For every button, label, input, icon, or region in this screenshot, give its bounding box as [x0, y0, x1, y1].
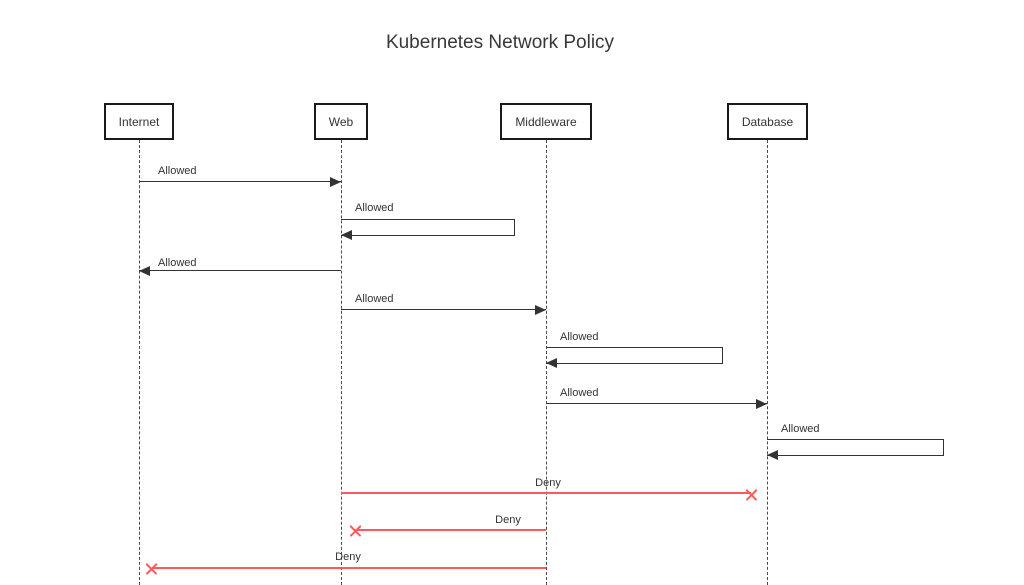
deny-x-icon	[744, 486, 759, 501]
self-message-loop	[546, 347, 723, 364]
message-label: Allowed	[560, 331, 599, 343]
arrowhead-right-icon	[535, 305, 546, 315]
lifeline-database	[767, 140, 768, 585]
lifeline-internet	[139, 140, 140, 585]
message-line	[139, 181, 341, 183]
participant-label: Middleware	[515, 114, 577, 129]
participant-web: Web	[314, 103, 368, 140]
message-label: Allowed	[158, 165, 197, 177]
message-label: Allowed	[781, 423, 820, 435]
lifeline-web	[341, 140, 342, 585]
self-message-loop	[341, 219, 515, 236]
arrowhead-left-icon	[341, 230, 352, 240]
diagram-title: Kubernetes Network Policy	[385, 32, 615, 53]
participant-database: Database	[727, 103, 808, 140]
message-label: Deny	[535, 477, 561, 489]
participant-label: Internet	[118, 114, 160, 129]
arrowhead-right-icon	[330, 177, 341, 187]
deny-x-icon	[144, 560, 159, 575]
message-line-deny	[341, 492, 751, 494]
message-label: Allowed	[355, 293, 394, 305]
self-message-loop	[767, 439, 944, 456]
message-label: Allowed	[158, 257, 197, 269]
message-label: Deny	[495, 514, 521, 526]
message-line	[139, 270, 341, 272]
message-line-deny	[355, 529, 546, 531]
arrowhead-left-icon	[546, 358, 557, 368]
arrowhead-left-icon	[139, 266, 150, 276]
participant-label: Web	[328, 114, 354, 129]
participant-middleware: Middleware	[500, 103, 592, 140]
participant-label: Database	[741, 114, 794, 129]
message-label: Allowed	[355, 202, 394, 214]
message-line	[341, 309, 546, 311]
message-line-deny	[152, 567, 546, 569]
participant-internet: Internet	[104, 103, 174, 140]
arrowhead-left-icon	[767, 450, 778, 460]
message-label: Allowed	[560, 387, 599, 399]
deny-x-icon	[348, 522, 363, 537]
message-label: Deny	[335, 551, 361, 563]
arrowhead-right-icon	[756, 399, 767, 409]
message-line	[546, 403, 767, 405]
